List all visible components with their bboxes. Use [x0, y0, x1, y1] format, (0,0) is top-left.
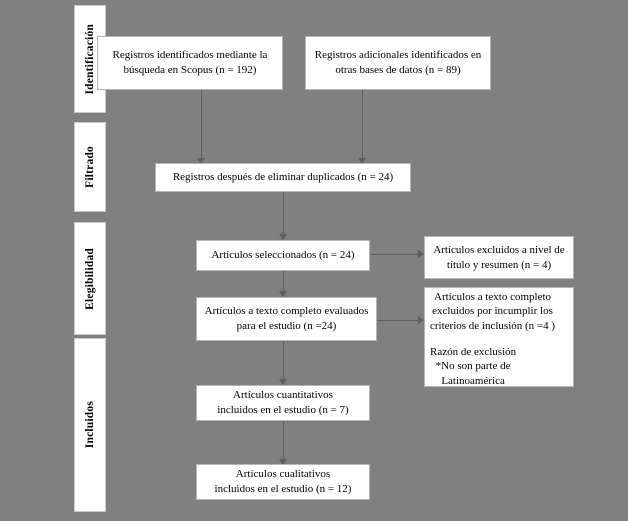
node-registros-scopus-text: Registros identificados mediante la búsq…: [112, 49, 268, 76]
stage-label-elegibilidad-text: Elegibilidad: [84, 247, 96, 310]
arrow-seleccionados-to-excluidos-titulo: [418, 250, 424, 258]
connector-seleccionados-to-excluidos-titulo: [370, 254, 422, 255]
stage-label-incluidos-text: Incluidos: [84, 401, 96, 449]
connector-adicionales-to-duplicados: [362, 90, 363, 160]
stage-label-filtrado-text: Filtrado: [84, 146, 96, 188]
node-registros-adicionales-text: Registros adicionales identificados en o…: [314, 49, 482, 76]
node-articulos-excluidos-criterios: Artículos a texto completo excluidos por…: [424, 287, 574, 387]
arrow-seleccionados-to-texto-completo: [279, 291, 287, 297]
node-articulos-texto-completo-text: Artículos a texto completo evaluados par…: [204, 305, 369, 332]
arrow-duplicados-to-seleccionados: [279, 234, 287, 240]
arrow-scopus-to-duplicados: [197, 158, 205, 164]
node-articulos-seleccionados-text: Artículos seleccionados (n = 24): [211, 249, 355, 262]
node-articulos-excluidos-criterios-subtext: Razón de exclusión *No son parte de Lati…: [430, 345, 517, 387]
node-registros-duplicados: Registros después de eliminar duplicados…: [155, 163, 411, 192]
arrow-adicionales-to-duplicados: [358, 158, 366, 164]
connector-duplicados-to-seleccionados: [283, 192, 284, 236]
connector-texto-completo-to-cuantitativos: [283, 341, 284, 381]
node-articulos-cualitativos-text: Artículos cualitativos incluidos en el e…: [214, 468, 352, 495]
stage-label-filtrado: Filtrado: [74, 122, 106, 212]
connector-texto-completo-to-excluidos-criterios: [377, 320, 422, 321]
node-articulos-texto-completo: Artículos a texto completo evaluados par…: [196, 297, 377, 341]
node-registros-adicionales: Registros adicionales identificados en o…: [305, 36, 491, 90]
node-registros-scopus: Registros identificados mediante la búsq…: [97, 36, 283, 90]
stage-label-identificacion-text: Identificación: [84, 23, 96, 95]
stage-label-incluidos: Incluidos: [74, 338, 106, 512]
arrow-texto-completo-to-cuantitativos: [279, 379, 287, 385]
node-articulos-excluidos-titulo-text: Artículos excluidos a nivel de título y …: [433, 243, 565, 271]
node-registros-duplicados-text: Registros después de eliminar duplicados…: [172, 171, 394, 184]
arrow-cuantitativos-to-cualitativos: [279, 459, 287, 465]
node-articulos-cuantitativos: Artículos cuantitativos incluidos en el …: [196, 385, 370, 421]
node-articulos-excluidos-criterios-text: Artículos a texto completo excluidos por…: [430, 290, 556, 332]
arrow-texto-completo-to-excluidos-criterios: [418, 316, 424, 324]
node-articulos-cualitativos: Artículos cualitativos incluidos en el e…: [196, 464, 370, 500]
node-articulos-cuantitativos-text: Artículos cuantitativos incluidos en el …: [217, 389, 349, 416]
connector-seleccionados-to-texto-completo: [283, 271, 284, 293]
node-articulos-excluidos-titulo: Artículos excluidos a nivel de título y …: [424, 236, 574, 279]
connector-scopus-to-duplicados: [201, 90, 202, 160]
stage-label-elegibilidad: Elegibilidad: [74, 222, 106, 335]
connector-cuantitativos-to-cualitativos: [283, 421, 284, 461]
node-articulos-seleccionados: Artículos seleccionados (n = 24): [196, 240, 370, 271]
